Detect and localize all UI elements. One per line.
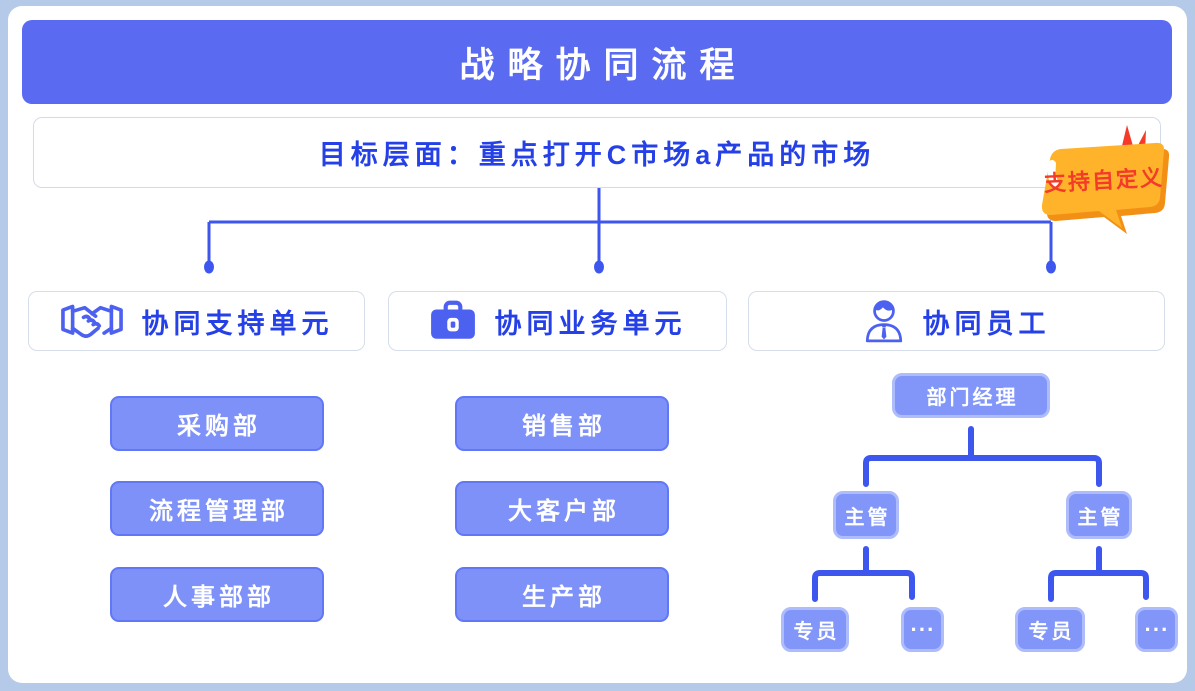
tree-node-more: ···: [901, 607, 944, 652]
dept-label: 流程管理部: [149, 498, 289, 525]
tree-node-specialist: 专员: [1015, 607, 1085, 652]
dept-label: 生产部: [522, 584, 606, 611]
badge-bubble: [1041, 142, 1165, 228]
branch-employees: 协同员工: [748, 291, 1165, 351]
tree-node-label: 专员: [793, 621, 840, 643]
branch-label: 协同支持单元: [141, 308, 334, 339]
dept-label: 人事部部: [163, 584, 275, 611]
branch-label: 协同业务单元: [494, 308, 687, 339]
tree-node-more: ···: [1135, 607, 1178, 652]
tree-node-label: 部门经理: [926, 387, 1019, 409]
dept-box: 流程管理部: [110, 481, 324, 536]
page-title: 战略协同流程: [22, 20, 1172, 104]
badge-highlight: [1047, 160, 1059, 188]
tree-node-label: 专员: [1028, 621, 1075, 643]
tree-node-supervisor: 主管: [1066, 491, 1132, 539]
dept-label: 大客户部: [508, 498, 620, 525]
dept-box: 大客户部: [455, 481, 669, 536]
briefcase-icon: [429, 300, 477, 342]
goal-text: 目标层面：重点打开C市场a产品的市场: [318, 140, 876, 170]
branch-business-unit: 协同业务单元: [388, 291, 727, 351]
tree-node-label: 主管: [844, 506, 891, 529]
handshake-icon: [60, 298, 124, 344]
tree-node-label: ···: [910, 616, 936, 642]
branch-label: 协同员工: [922, 308, 1051, 339]
tree-node-label: ···: [1144, 616, 1170, 642]
dept-box: 人事部部: [110, 567, 324, 622]
page-title-text: 战略协同流程: [459, 45, 748, 85]
tree-node-specialist: 专员: [781, 607, 849, 652]
dept-box: 生产部: [455, 567, 669, 622]
dept-label: 采购部: [177, 413, 261, 440]
dept-label: 销售部: [522, 413, 606, 440]
tree-node-manager: 部门经理: [892, 373, 1050, 418]
custom-badge: 支持自定义: [1024, 120, 1176, 236]
tree-node-label: 主管: [1077, 506, 1124, 529]
tree-node-supervisor: 主管: [833, 491, 899, 539]
employee-icon: [863, 299, 905, 343]
branch-support-unit: 协同支持单元: [28, 291, 365, 351]
dept-box: 采购部: [110, 396, 324, 451]
goal-box: 目标层面：重点打开C市场a产品的市场: [33, 117, 1161, 188]
dept-box: 销售部: [455, 396, 669, 451]
